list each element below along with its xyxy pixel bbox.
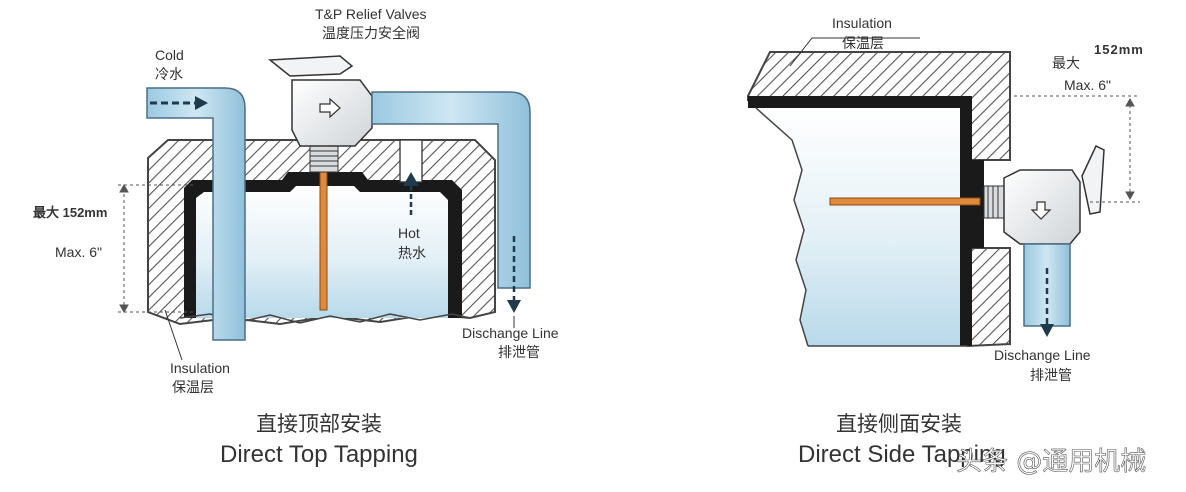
insulation-label-side-en: Insulation — [832, 15, 892, 31]
caption-en-side: Direct Side Tapping — [798, 441, 1006, 468]
hot-flow-arrowhead — [403, 172, 419, 186]
hot-label-zh: 热水 — [398, 245, 426, 261]
insulation-label-side-zh: 保温层 — [842, 35, 884, 51]
caption-en-top: Direct Top Tapping — [220, 441, 418, 468]
cutaway-edge-side — [755, 107, 809, 347]
discharge-label-side-en: Dischange Line — [994, 347, 1091, 363]
dim-mm-label: 152mm — [1094, 42, 1144, 57]
insulation-label-zh: 保温层 — [172, 379, 214, 395]
discharge-label-side-zh: 排泄管 — [1030, 367, 1072, 383]
temperature-probe-side — [829, 197, 981, 206]
cold-label-en: Cold — [155, 47, 184, 63]
insulation-leader-side — [789, 37, 920, 67]
tp-valve-label-zh: 温度压力安全阀 — [322, 25, 420, 41]
tp-valve-label-en: T&P Relief Valves — [315, 6, 427, 22]
max-label-zh: 最大 152mm — [33, 205, 107, 220]
max-label-side-zh: 最大 — [1052, 55, 1080, 71]
max-dimension — [118, 183, 195, 314]
valve-thread — [309, 145, 339, 173]
insulation-label-en: Insulation — [170, 360, 230, 376]
watermark-text: 头条 @通用机械 — [956, 447, 1146, 477]
hot-label-en: Hot — [398, 225, 420, 241]
discharge-label-en: Dischange Line — [462, 325, 559, 341]
thread-lines — [310, 150, 338, 167]
discharge-label-zh: 排泄管 — [498, 344, 540, 360]
side-tapping-diagram: Insulation 保温层 152mm 最大 Max. 6" Dischang… — [747, 15, 1144, 468]
top-tapping-diagram: T&P Relief Valves 温度压力安全阀 Cold 冷水 Hot 热水… — [33, 6, 559, 468]
discharge-flow-arrowhead — [507, 300, 521, 313]
caption-zh-side: 直接侧面安装 — [836, 412, 962, 436]
valve-arrow-icon — [319, 97, 341, 119]
max-label-side-en: Max. 6" — [1064, 77, 1111, 93]
valve-lever — [268, 55, 354, 77]
valve-thread-side — [983, 185, 1005, 219]
thread-lines-side — [987, 186, 999, 218]
insulation-leader — [164, 309, 183, 361]
valve-lever-side — [1081, 144, 1105, 215]
max-dimension-side — [1014, 95, 1140, 203]
temperature-probe — [319, 169, 328, 311]
tank-water-side — [756, 108, 960, 346]
valve-arrow-down-icon — [1030, 201, 1052, 220]
cold-flow-arrowhead — [195, 96, 208, 110]
caption-zh-top: 直接顶部安装 — [256, 412, 382, 436]
discharge-flow-arrowhead-side — [1040, 324, 1054, 337]
max-label-en: Max. 6" — [55, 244, 102, 260]
cold-inlet-pipe — [146, 87, 246, 341]
cold-label-zh: 冷水 — [155, 66, 183, 82]
